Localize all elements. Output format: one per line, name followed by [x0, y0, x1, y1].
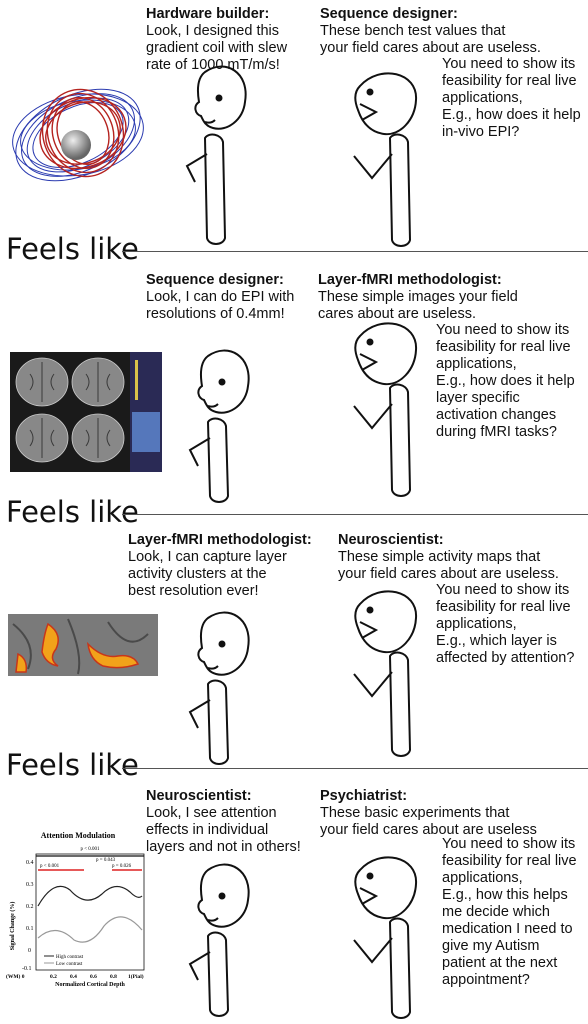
xtick: 0.4: [70, 974, 77, 980]
speaker-figure-left: [165, 62, 275, 247]
divider: [122, 768, 588, 769]
epi-brain-image: [10, 352, 162, 472]
speaker-figure-left: [168, 608, 278, 768]
speaker-figure-right: [340, 70, 450, 250]
panel-4: Attention Modulation Signal Change (%) 0…: [0, 778, 588, 1024]
feels-like-label: Feels like: [6, 748, 139, 782]
divider: [122, 251, 588, 252]
ytick: 0.1: [26, 926, 34, 932]
attention-chart: Attention Modulation Signal Change (%) 0…: [4, 830, 150, 990]
xtick: (WM) 0: [6, 973, 25, 980]
xtick: 0.2: [50, 974, 57, 980]
right-speech: Layer-fMRI methodologist:These simple im…: [318, 272, 518, 322]
panel-1: Hardware builder:Look, I designed this g…: [0, 0, 588, 250]
feels-like-label: Feels like: [6, 232, 139, 266]
left-speech: Sequence designer:Look, I can do EPI wit…: [146, 272, 295, 322]
legend-low: Low contrast: [56, 962, 83, 967]
left-speech: Layer-fMRI methodologist:Look, I can cap…: [128, 532, 312, 599]
ytick: 0: [28, 948, 31, 954]
left-speech: Neuroscientist:Look, I see attention eff…: [146, 788, 301, 855]
speaker-figure-right: [340, 320, 450, 500]
ytick: 0.3: [26, 882, 34, 888]
right-speech: Sequence designer:These bench test value…: [320, 6, 541, 56]
xtick: 0.6: [90, 974, 97, 980]
right-reply: You need to show its feasibility for rea…: [442, 56, 581, 140]
legend-high: High contrast: [56, 955, 84, 960]
ytick: -0.1: [22, 966, 32, 972]
speaker-figure-right: [340, 588, 450, 760]
xtick: 1(Pial): [128, 973, 144, 980]
ytick: 0.4: [26, 860, 34, 866]
feels-like-label: Feels like: [6, 495, 139, 529]
panel-3: Layer-fMRI methodologist:Look, I can cap…: [0, 522, 588, 765]
left-speech: Hardware builder:Look, I designed this g…: [146, 6, 288, 73]
panel-2: Sequence designer:Look, I can do EPI wit…: [0, 262, 588, 503]
chart-title: Attention Modulation: [41, 831, 116, 840]
right-reply: You need to show its feasibility for rea…: [436, 582, 575, 666]
speaker-figure-left: [168, 860, 278, 1020]
gradient-coil-image: [8, 65, 148, 195]
xtick: 0.8: [110, 974, 117, 980]
ytick: 0.2: [26, 904, 34, 910]
p-value: p = 0.043: [96, 858, 116, 863]
right-speech: Neuroscientist:These simple activity map…: [338, 532, 559, 582]
chart-ylabel: Signal Change (%): [9, 902, 16, 951]
right-reply: You need to show its feasibility for rea…: [436, 322, 575, 440]
p-value: p = 0.026: [112, 864, 132, 869]
right-speech: Psychiatrist:These basic experiments tha…: [320, 788, 537, 838]
right-reply: You need to show its feasibility for rea…: [442, 836, 577, 988]
p-value: p < 0.001: [80, 847, 100, 852]
chart-xlabel: Normalized Cortical Depth: [55, 982, 125, 988]
speaker-figure-right: [340, 854, 450, 1022]
p-value: p < 0.001: [40, 864, 60, 869]
divider: [122, 514, 588, 515]
layer-activation-image: [8, 614, 158, 676]
speaker-figure-left: [168, 346, 278, 506]
